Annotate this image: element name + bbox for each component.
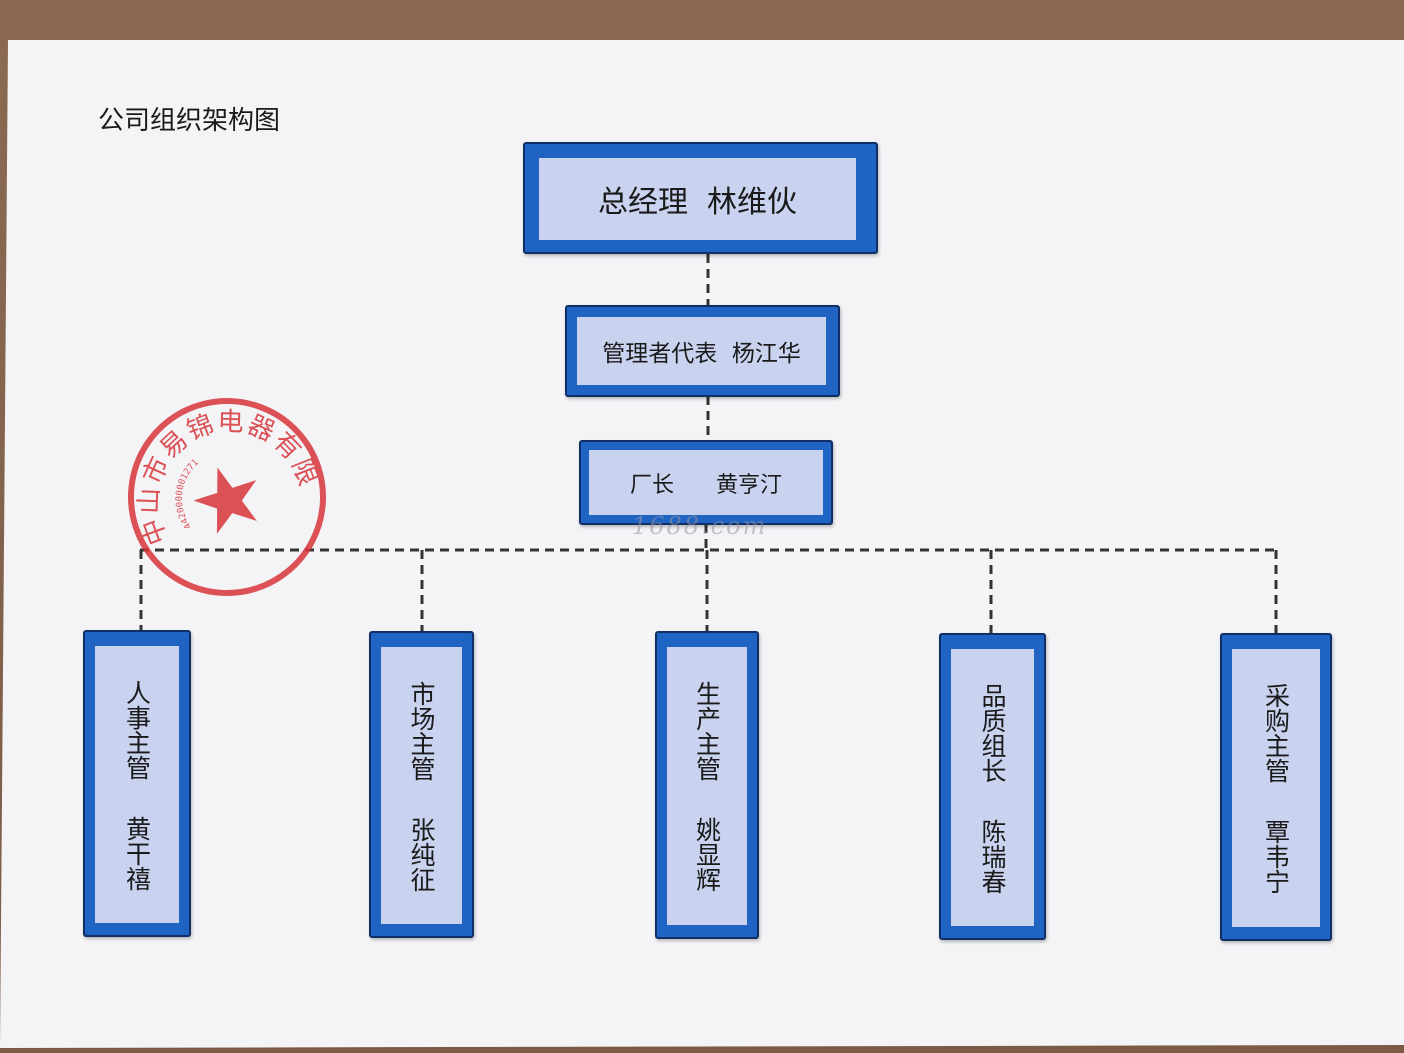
department-person: 陈瑞春: [978, 819, 1007, 894]
department-role: 生产主管: [692, 681, 722, 781]
plant-director-role: 厂长: [630, 472, 675, 498]
management-rep-name: 杨江华: [731, 341, 801, 367]
department-role: 人事主管: [122, 680, 152, 780]
department-label: 品质组长 陈瑞春: [951, 649, 1034, 926]
general-manager-role: 总经理: [597, 185, 688, 220]
department-role: 采购主管: [1261, 683, 1291, 783]
department-node-production: 生产主管 姚显辉: [655, 631, 759, 939]
department-node-quality: 品质组长 陈瑞春: [939, 633, 1046, 940]
department-person: 姚显辉: [692, 817, 722, 892]
department-person: 覃韦宁: [1261, 819, 1291, 894]
plant-director-name: 黄亨汀: [715, 472, 782, 498]
department-node-hr: 人事主管 黄干禧: [83, 630, 191, 937]
plant-director-node: 厂长 黄亨汀: [579, 440, 833, 525]
department-person: 黄干禧: [122, 816, 152, 891]
chart-title: 公司组织架构图: [98, 106, 281, 136]
department-node-purchasing: 采购主管 覃韦宁: [1220, 633, 1332, 941]
department-label: 采购主管 覃韦宁: [1232, 649, 1320, 927]
department-person: 张纯征: [407, 817, 436, 892]
general-manager-name: 林维伙: [707, 185, 798, 220]
management-rep-role: 管理者代表: [602, 341, 718, 367]
department-label: 市场主管 张纯征: [381, 647, 462, 924]
plant-director-label: 厂长 黄亨汀: [589, 450, 823, 515]
department-role: 市场主管: [407, 681, 436, 781]
management-rep-label: 管理者代表 杨江华: [577, 317, 826, 385]
general-manager-label: 总经理 林维伙: [539, 158, 856, 240]
management-rep-node: 管理者代表 杨江华: [565, 305, 840, 397]
watermark-text: 1688.com: [632, 512, 768, 540]
department-label: 生产主管 姚显辉: [667, 647, 747, 925]
department-label: 人事主管 黄干禧: [95, 646, 179, 923]
general-manager-node: 总经理 林维伙: [523, 142, 878, 254]
department-node-marketing: 市场主管 张纯征: [369, 631, 474, 938]
department-role: 品质组长: [978, 683, 1007, 783]
